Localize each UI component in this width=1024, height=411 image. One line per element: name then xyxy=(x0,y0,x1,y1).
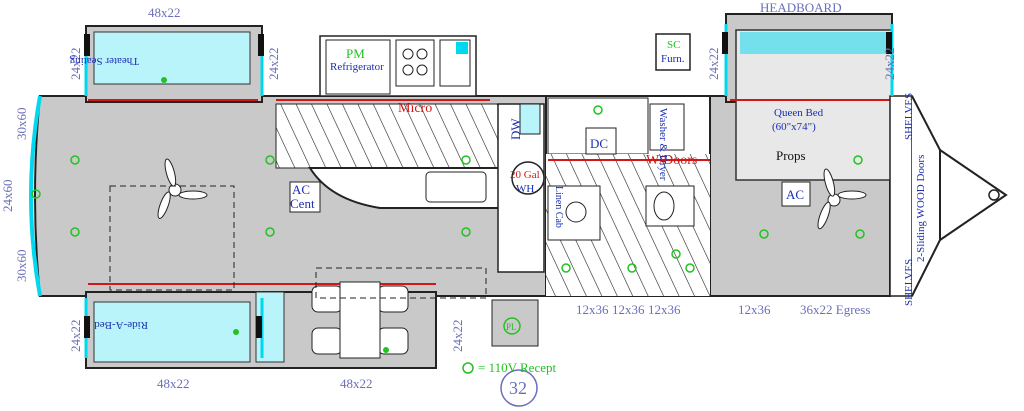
hitch xyxy=(939,149,1008,241)
front-cap xyxy=(911,95,941,297)
dc-box xyxy=(585,127,617,155)
theater-seating xyxy=(93,31,251,85)
outlet-icon xyxy=(31,105,865,273)
water-heater xyxy=(511,161,545,195)
washer-dryer xyxy=(649,103,685,151)
kitchen-wood-floor xyxy=(275,103,517,169)
ride-a-bed xyxy=(93,301,251,363)
rug-outline xyxy=(109,185,235,291)
queen-bed xyxy=(735,29,893,181)
ceiling-fan-icon xyxy=(157,158,208,219)
refrigerator xyxy=(325,39,391,95)
ac-box xyxy=(781,181,811,207)
ac-cent-box xyxy=(289,181,321,213)
sc-furnace xyxy=(655,33,691,71)
front-shelves xyxy=(889,95,913,297)
stove xyxy=(395,39,435,87)
model-number-circle xyxy=(500,369,538,407)
front-curve xyxy=(29,95,42,297)
entry-step xyxy=(491,299,539,347)
ceiling-fan-icon xyxy=(817,168,867,230)
